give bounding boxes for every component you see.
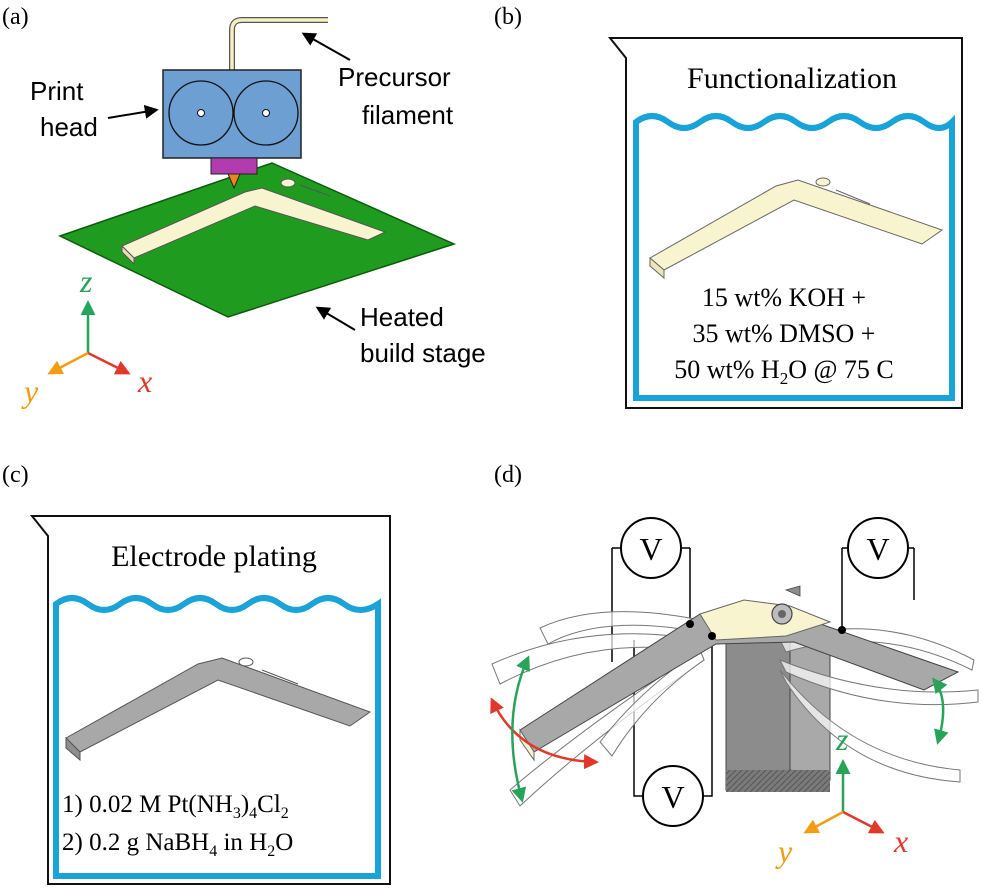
panel-b-tag: (b) <box>494 4 522 30</box>
motion-arrow-green-right <box>932 677 949 745</box>
voltmeter-top-left-label: V <box>639 531 662 567</box>
panel-a: (a) Print head Precursor filament Heated… <box>2 4 486 409</box>
panel-d: (d) <box>490 462 979 869</box>
nozzle-tip <box>227 173 241 190</box>
stage-label-line1: Heated <box>360 302 444 332</box>
print-head <box>162 69 302 159</box>
panel-d-tag: (d) <box>494 462 522 488</box>
functionalization-line1: 15 wt% KOH + <box>702 283 866 312</box>
print-head-label-line2: head <box>40 112 98 142</box>
filament-label-line1: Precursor <box>338 62 451 92</box>
print-head-roller-right <box>233 80 299 146</box>
axis-z-label-a: z <box>79 263 93 299</box>
axis-y-label-d: y <box>775 833 793 869</box>
motion-arrow-green-left <box>511 655 530 803</box>
electrode-plating-title: Electrode plating <box>111 540 317 573</box>
panel-c-tag: (c) <box>2 462 29 488</box>
part-c <box>65 657 372 762</box>
axis-z-label-d: z <box>835 721 849 757</box>
functionalization-title: Functionalization <box>687 62 897 95</box>
voltmeter-bottom-label: V <box>661 779 684 815</box>
panel-c: (c) Electrode plating 1) 0.02 M Pt(NH3)4… <box>2 462 391 885</box>
axis-x-label-a: x <box>137 363 152 399</box>
plating-line1: 1) 0.02 M Pt(NH3)4Cl2 <box>62 791 289 822</box>
functionalization-line2: 35 wt% DMSO + <box>693 319 876 348</box>
stage-arrow <box>315 306 356 331</box>
voltmeter-top-right: V <box>847 517 909 579</box>
stage-label-line2: build stage <box>360 338 486 368</box>
clamp-block <box>725 613 831 792</box>
panel-a-tag: (a) <box>2 4 29 30</box>
axis-x-label-d: x <box>893 823 908 859</box>
voltmeter-top-right-label: V <box>866 531 889 567</box>
filament-label-line2: filament <box>362 100 454 130</box>
part-b <box>649 177 944 280</box>
filament-arrow <box>301 32 351 61</box>
bath-c <box>53 595 381 879</box>
voltmeter-top-left: V <box>620 517 682 579</box>
precursor-filament <box>229 17 328 72</box>
axes-d: z x y <box>775 721 908 869</box>
print-head-label-line1: Print <box>30 76 84 106</box>
bath-b <box>633 113 955 401</box>
print-head-roller-left <box>168 80 234 146</box>
functionalization-line3: 50 wt% H2O @ 75 C <box>674 355 894 388</box>
contact-dots <box>686 620 846 640</box>
motion-arrow-red <box>490 697 599 770</box>
printed-part-a <box>121 178 387 266</box>
voltmeter-bottom: V <box>642 765 704 827</box>
print-head-arrow <box>107 104 159 119</box>
axis-y-label-a: y <box>21 373 39 409</box>
nozzle-block <box>210 157 258 175</box>
plating-line2: 2) 0.2 g NaBH4 in H2O <box>62 829 293 860</box>
axes-a: z x y <box>21 263 152 409</box>
heated-build-stage <box>58 162 457 318</box>
panel-b: (b) Functionalization 15 wt% KOH + 35 wt… <box>494 4 963 409</box>
